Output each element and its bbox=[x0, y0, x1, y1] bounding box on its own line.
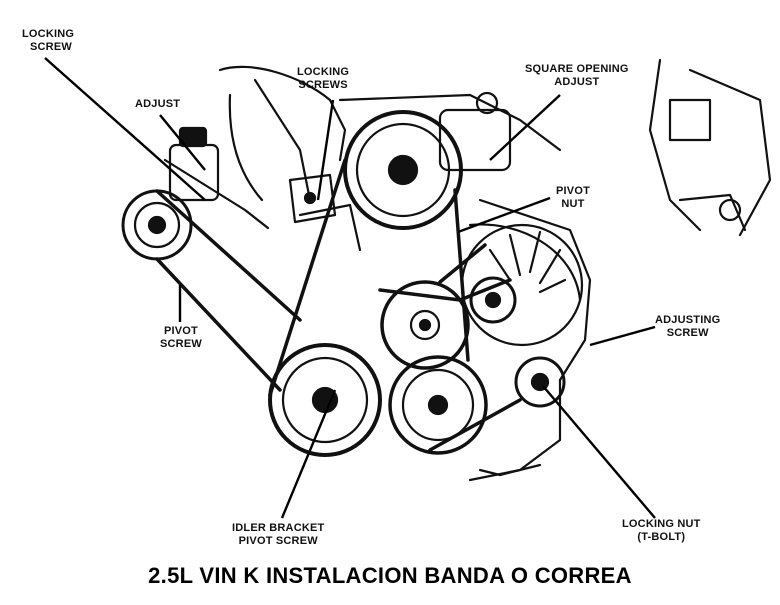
power-steering-pulley bbox=[121, 189, 193, 261]
inset-detail bbox=[648, 58, 772, 237]
water-pump-pulley bbox=[388, 355, 488, 455]
crankshaft-pulley bbox=[268, 343, 382, 457]
bracket bbox=[288, 173, 337, 224]
alternator bbox=[460, 223, 584, 347]
power-steering-reservoir bbox=[163, 126, 270, 230]
label-adjust: ADJUST bbox=[135, 98, 181, 110]
label-locking-nut: LOCKING NUT(T-BOLT) bbox=[622, 518, 701, 543]
leader-lines bbox=[44, 57, 656, 519]
diagram-title: 2.5L VIN K INSTALACION BANDA O CORREA bbox=[148, 563, 632, 588]
idler-pulley bbox=[380, 280, 470, 370]
ac-compressor-pulley bbox=[343, 91, 512, 230]
tensioner-pulley bbox=[514, 356, 566, 408]
drive-belts bbox=[155, 158, 522, 452]
engine-housing bbox=[218, 65, 592, 482]
